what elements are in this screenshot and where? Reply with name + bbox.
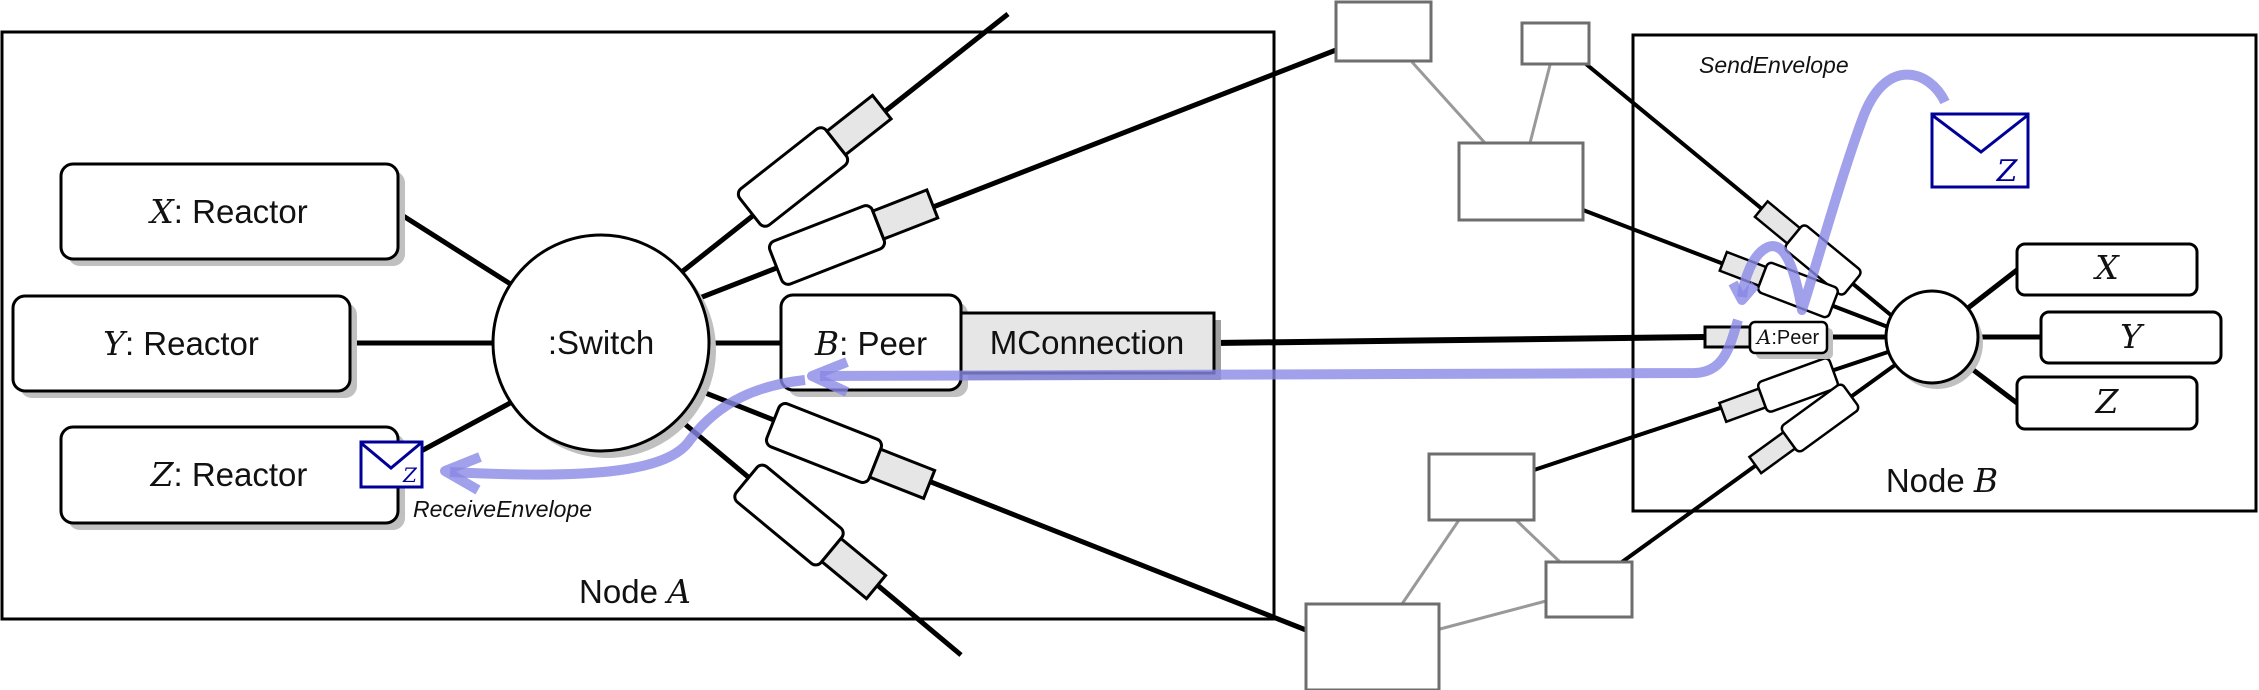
network-box-t2[interactable] xyxy=(1520,21,1591,66)
mconnection[interactable]: MConnection xyxy=(959,311,1216,375)
network-link xyxy=(1528,64,1552,144)
receive-envelope-arrow xyxy=(449,375,806,480)
reactor-x[interactable]: X: Reactor xyxy=(59,162,405,266)
transmit-arrow xyxy=(819,318,1743,381)
peer-plug-body xyxy=(767,204,887,286)
network-box-t1[interactable] xyxy=(1334,0,1433,63)
envelope-letter: Z xyxy=(1996,154,2019,189)
reactor-box xyxy=(2039,310,2223,365)
connection-plug xyxy=(819,536,888,601)
peer-plug[interactable] xyxy=(1746,383,1860,478)
receive-envelope-label: ReceiveEnvelope xyxy=(413,496,592,522)
switch-b[interactable] xyxy=(1884,289,1983,389)
switch-a-peer-plugs xyxy=(732,89,940,605)
connection-plug xyxy=(1717,386,1768,424)
peer-plug[interactable] xyxy=(732,462,891,605)
reactor-box xyxy=(2015,375,2199,431)
link-z-reactor xyxy=(408,399,514,460)
peer-plug[interactable] xyxy=(767,183,940,287)
transmit-arrowhead xyxy=(807,357,850,397)
envelope-icon: Z xyxy=(359,440,424,489)
network-box-m1[interactable] xyxy=(1427,452,1536,522)
envelope-icon: Z xyxy=(1930,112,2030,189)
switch-b-reactor-links xyxy=(1966,268,2041,405)
reactor-label: Z: Reactor xyxy=(150,455,308,494)
node-a-label: Node A xyxy=(579,572,691,611)
envelope-flap xyxy=(1931,113,2029,154)
switch-circle xyxy=(1884,289,1980,385)
network-link xyxy=(1514,518,1562,564)
mconnection-link xyxy=(1213,334,1706,346)
reactor-label: Z xyxy=(2095,382,2120,421)
envelope-flap xyxy=(360,441,422,470)
reactor-box xyxy=(11,294,352,393)
node-a-frame xyxy=(0,30,1276,621)
peer-plug[interactable] xyxy=(1717,357,1840,427)
send-envelope-arrow xyxy=(1737,69,1950,315)
switch-label: :Switch xyxy=(548,324,654,361)
peer-label: A:Peer xyxy=(1755,325,1820,349)
network-box-m2[interactable] xyxy=(1544,560,1634,619)
network-mesh xyxy=(1400,60,1562,631)
reactor-b-z[interactable]: Z xyxy=(2015,375,2199,431)
reactor-label: Y: Reactor xyxy=(103,324,259,363)
reactor-y[interactable]: Y: Reactor xyxy=(11,294,357,398)
peer-plug-body xyxy=(764,402,884,484)
connection-plug xyxy=(870,188,940,241)
network-link xyxy=(1410,60,1487,145)
peer-plug-body xyxy=(1756,357,1840,413)
switch-a[interactable]: :Switch xyxy=(491,233,716,458)
node-b-label: Node B xyxy=(1886,461,1998,500)
reactor-box xyxy=(59,162,400,261)
receive-envelope-arrowhead xyxy=(440,452,482,495)
envelope-letter: Z xyxy=(402,463,418,487)
peer-plug[interactable] xyxy=(736,89,896,229)
reactor-box xyxy=(2015,242,2199,297)
send-envelope-arrowhead xyxy=(1728,280,1759,305)
reactor-b-y[interactable]: Y xyxy=(2039,310,2223,365)
peer-box xyxy=(1748,320,1829,355)
message-flow xyxy=(440,69,1950,495)
switch-a-reactor-links xyxy=(350,209,781,460)
node-b-frame xyxy=(1631,33,2258,513)
reactor-z[interactable]: Z: Reactor xyxy=(59,425,405,530)
peer-plug[interactable] xyxy=(764,401,937,505)
mconnection-label: MConnection xyxy=(990,324,1184,361)
connection-plug xyxy=(867,447,937,501)
connection-plug xyxy=(824,93,894,157)
reactor-label: X xyxy=(2092,248,2120,287)
network-link xyxy=(1439,599,1547,631)
send-envelope-label: SendEnvelope xyxy=(1699,52,1849,78)
reactor-label: X: Reactor xyxy=(147,192,307,231)
reactor-b-x[interactable]: X xyxy=(2015,242,2199,297)
switch-circle xyxy=(491,233,711,453)
link-b-z xyxy=(1966,364,2019,405)
peer-plug-body xyxy=(1780,383,1860,453)
peer-label: B: Peer xyxy=(814,324,927,363)
reactor-label: Y xyxy=(2120,317,2145,356)
network-link xyxy=(1400,519,1461,605)
switch-b-inbound-links xyxy=(1533,62,1897,564)
network-box-t3[interactable] xyxy=(1457,141,1585,222)
network-box-m3[interactable] xyxy=(1304,602,1441,690)
link-b-x xyxy=(1966,268,2019,310)
link-x-reactor xyxy=(395,209,514,288)
network-boxes xyxy=(1304,0,1634,690)
